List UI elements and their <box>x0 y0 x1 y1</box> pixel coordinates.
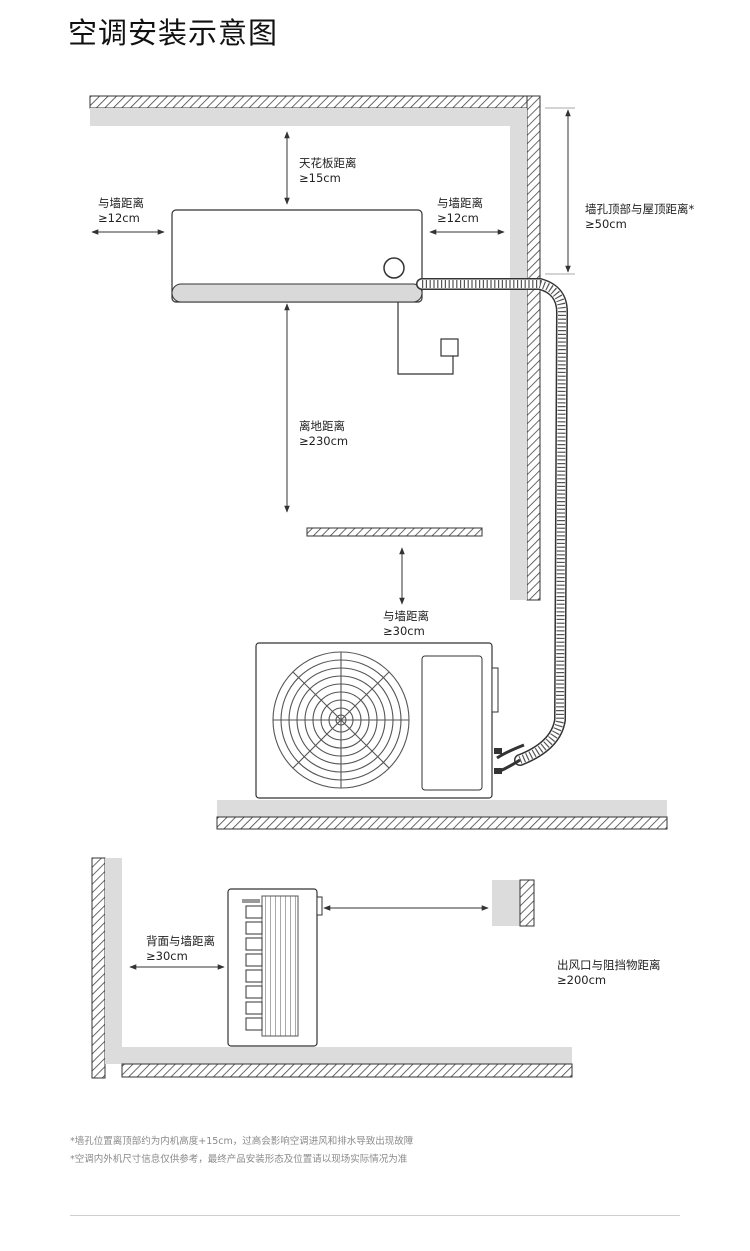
back-wall-distance-value: ≥30cm <box>146 949 188 963</box>
outdoor-unit <box>255 642 502 799</box>
footnote-size-disclaimer: *空调内外机尺寸信息仅供参考，最终产品安装形态及位置请以现场实际情况为准 <box>70 1154 408 1165</box>
outlet-distance-title: 出风口与阻挡物距离 <box>557 958 661 972</box>
refrigerant-pipe <box>416 278 569 774</box>
back-wall-distance-label: 背面与墙距离 ≥30cm <box>146 934 215 964</box>
bottom-divider <box>70 1215 680 1216</box>
page-title: 空调安装示意图 <box>68 16 279 50</box>
ceiling-wall <box>89 95 541 601</box>
floor-distance-value: ≥230cm <box>299 434 349 448</box>
outdoor-unit-top <box>227 888 323 1047</box>
outdoor-wall-distance-title: 与墙距离 <box>383 609 429 623</box>
hole-top-distance-label: 墙孔顶部与屋顶距离* ≥50cm <box>585 202 694 232</box>
right-wall-distance-label: 与墙距离 ≥12cm <box>437 196 483 226</box>
dimension-arrows <box>91 107 575 605</box>
ceiling-distance-title: 天花板距离 <box>299 156 357 170</box>
fan-grille <box>272 651 410 789</box>
floor-shelf <box>306 527 483 537</box>
outdoor-wall-distance-value: ≥30cm <box>383 624 425 638</box>
back-wall-distance-title: 背面与墙距离 <box>146 934 215 948</box>
right-wall-distance-value: ≥12cm <box>437 211 479 225</box>
left-wall-distance-title: 与墙距离 <box>98 196 144 210</box>
footnote-hole-position: *墙孔位置离顶部约为内机高度+15cm，过高会影响空调进风和排水导致出现故障 <box>70 1136 414 1147</box>
ceiling-distance-label: 天花板距离 ≥15cm <box>299 156 357 186</box>
outdoor-ground <box>216 800 668 830</box>
left-wall-distance-value: ≥12cm <box>98 211 140 225</box>
outlet-distance-value: ≥200cm <box>557 973 607 987</box>
ceiling-distance-value: ≥15cm <box>299 171 341 185</box>
floor-distance-title: 离地距离 <box>299 419 345 433</box>
outdoor-wall-distance-label: 与墙距离 ≥30cm <box>383 609 429 639</box>
indoor-unit <box>171 209 459 375</box>
left-wall-distance-label: 与墙距离 ≥12cm <box>98 196 144 226</box>
floor-distance-label: 离地距离 ≥230cm <box>299 419 348 449</box>
top-view <box>91 857 573 1079</box>
hole-top-distance-value: ≥50cm <box>585 217 627 231</box>
outlet-distance-label: 出风口与阻挡物距离 ≥200cm <box>557 958 661 988</box>
right-wall-distance-title: 与墙距离 <box>437 196 483 210</box>
hole-top-distance-title: 墙孔顶部与屋顶距离* <box>585 202 695 216</box>
